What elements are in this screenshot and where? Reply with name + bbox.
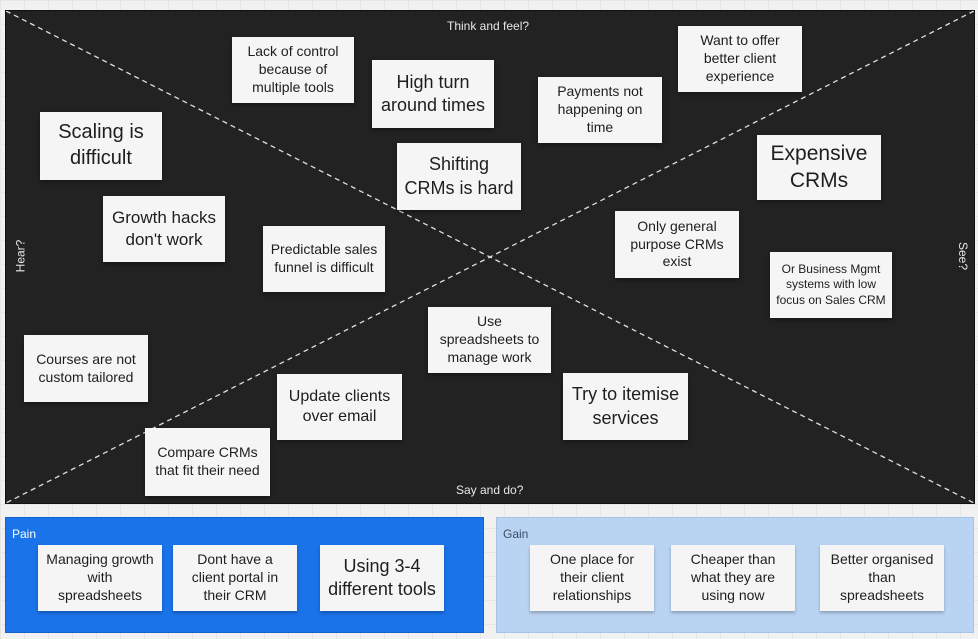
diagonal-line-2 <box>6 11 974 503</box>
quadrant-label-see: See? <box>956 241 971 271</box>
sticky-note-courses[interactable]: Courses are not custom tailored <box>24 335 148 402</box>
gain-panel-title: Gain <box>503 527 529 541</box>
quadrant-label-say-do: Say and do? <box>456 483 524 497</box>
pain-note-client-portal[interactable]: Dont have a client portal in their CRM <box>173 545 297 611</box>
diagonal-dividers <box>6 11 974 503</box>
gain-note-one-place[interactable]: One place for their client relationships <box>530 545 654 611</box>
sticky-note-lack-of-control[interactable]: Lack of control because of multiple tool… <box>232 37 354 103</box>
gain-panel: Gain One place for their client relation… <box>496 517 974 633</box>
empathy-map-board: Think and feel? Say and do? Hear? See? L… <box>5 10 975 504</box>
sticky-note-high-turn-around[interactable]: High turn around times <box>372 60 494 128</box>
pain-panel-title: Pain <box>12 527 37 541</box>
quadrant-label-hear: Hear? <box>13 239 28 273</box>
quadrant-label-think-feel: Think and feel? <box>447 19 530 33</box>
sticky-note-expensive-crms[interactable]: Expensive CRMs <box>757 135 881 200</box>
gain-note-cheaper[interactable]: Cheaper than what they are using now <box>671 545 795 611</box>
sticky-note-use-spreadsheets[interactable]: Use spreadsheets to manage work <box>428 307 551 373</box>
sticky-note-payments[interactable]: Payments not happening on time <box>538 77 662 143</box>
gain-note-better-organised[interactable]: Better organised than spreadsheets <box>820 545 944 611</box>
sticky-note-itemise-services[interactable]: Try to itemise services <box>563 373 688 440</box>
sticky-note-compare-crms[interactable]: Compare CRMs that fit their need <box>145 428 270 496</box>
sticky-note-business-mgmt[interactable]: Or Business Mgmt systems with low focus … <box>770 252 892 318</box>
sticky-note-growth-hacks[interactable]: Growth hacks don't work <box>103 196 225 262</box>
pain-note-multiple-tools[interactable]: Using 3-4 different tools <box>320 545 444 611</box>
pain-panel: Pain Managing growth with spreadsheets D… <box>5 517 484 633</box>
sticky-note-general-crms[interactable]: Only general purpose CRMs exist <box>615 211 739 278</box>
sticky-note-predictable-funnel[interactable]: Predictable sales funnel is difficult <box>263 226 385 292</box>
sticky-note-update-clients[interactable]: Update clients over email <box>277 374 402 440</box>
sticky-note-scaling[interactable]: Scaling is difficult <box>40 112 162 180</box>
pain-note-spreadsheets[interactable]: Managing growth with spreadsheets <box>38 545 162 611</box>
sticky-note-shifting-crms[interactable]: Shifting CRMs is hard <box>397 143 521 210</box>
sticky-note-better-experience[interactable]: Want to offer better client experience <box>678 26 802 92</box>
